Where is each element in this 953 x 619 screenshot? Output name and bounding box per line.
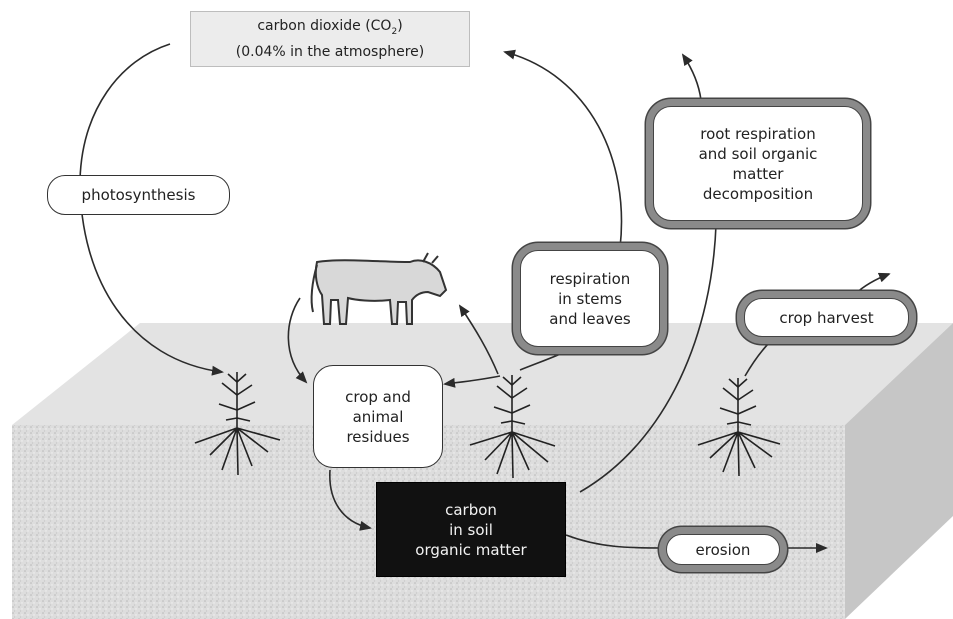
residues-box: crop and animal residues (313, 365, 443, 468)
flow-arrows (79, 43, 891, 553)
plant-middle-icon (469, 375, 556, 479)
soil-surface (12, 323, 953, 425)
root-respiration-line: decomposition (702, 184, 814, 203)
residues-line: residues (346, 427, 410, 446)
co2-box: carbon dioxide (CO2) (0.04% in the atmos… (190, 11, 470, 67)
residues-line: crop and (345, 387, 411, 406)
arrow-soil-to-erosion (565, 534, 667, 549)
arrow-soil-to-root (579, 224, 717, 493)
erosion-box: erosion (666, 534, 780, 565)
arrow-stems-to-co2 (503, 49, 623, 249)
cow-icon (310, 252, 448, 325)
residues-line: animal (352, 407, 404, 426)
crop-harvest-box: crop harvest (744, 298, 909, 337)
crop-harvest-text: crop harvest (779, 308, 874, 327)
erosion-text: erosion (695, 540, 751, 559)
arrow-plant-to-respiration (519, 346, 577, 371)
soil-carbon-line: carbon (445, 500, 497, 519)
photosynthesis-label: photosynthesis (47, 175, 230, 215)
root-respiration-line: root respiration (700, 124, 816, 143)
soil-carbon-line: organic matter (415, 540, 527, 559)
arrow-cow-to-residues (287, 297, 308, 384)
plant-left-icon (194, 372, 281, 476)
respiration-line: respiration (549, 269, 631, 288)
co2-line2: (0.04% in the atmosphere) (235, 43, 425, 60)
arrow-root-to-atmosphere (681, 53, 702, 101)
arrow-plant-to-residues (443, 375, 501, 388)
respiration-line: in stems (558, 289, 622, 308)
photosynthesis-text: photosynthesis (81, 186, 196, 204)
arrow-residues-to-soil (329, 469, 372, 531)
arrow-harvest-out (854, 272, 891, 295)
respiration-stems-box: respiration in stems and leaves (520, 250, 660, 347)
arrow-plant-to-cow (458, 304, 499, 375)
plant-right-icon (697, 378, 781, 477)
root-respiration-box: root respiration and soil organic matter… (653, 106, 863, 221)
respiration-line: and leaves (549, 309, 631, 328)
arrow-plant-to-harvest (744, 341, 771, 377)
root-respiration-line: matter (732, 164, 784, 183)
co2-line1: carbon dioxide (CO2) (257, 18, 403, 37)
soil-carbon-line: in soil (449, 520, 493, 539)
root-respiration-line: and soil organic (698, 144, 818, 163)
soil-side (845, 323, 953, 619)
soil-carbon-box: carbon in soil organic matter (376, 482, 566, 577)
